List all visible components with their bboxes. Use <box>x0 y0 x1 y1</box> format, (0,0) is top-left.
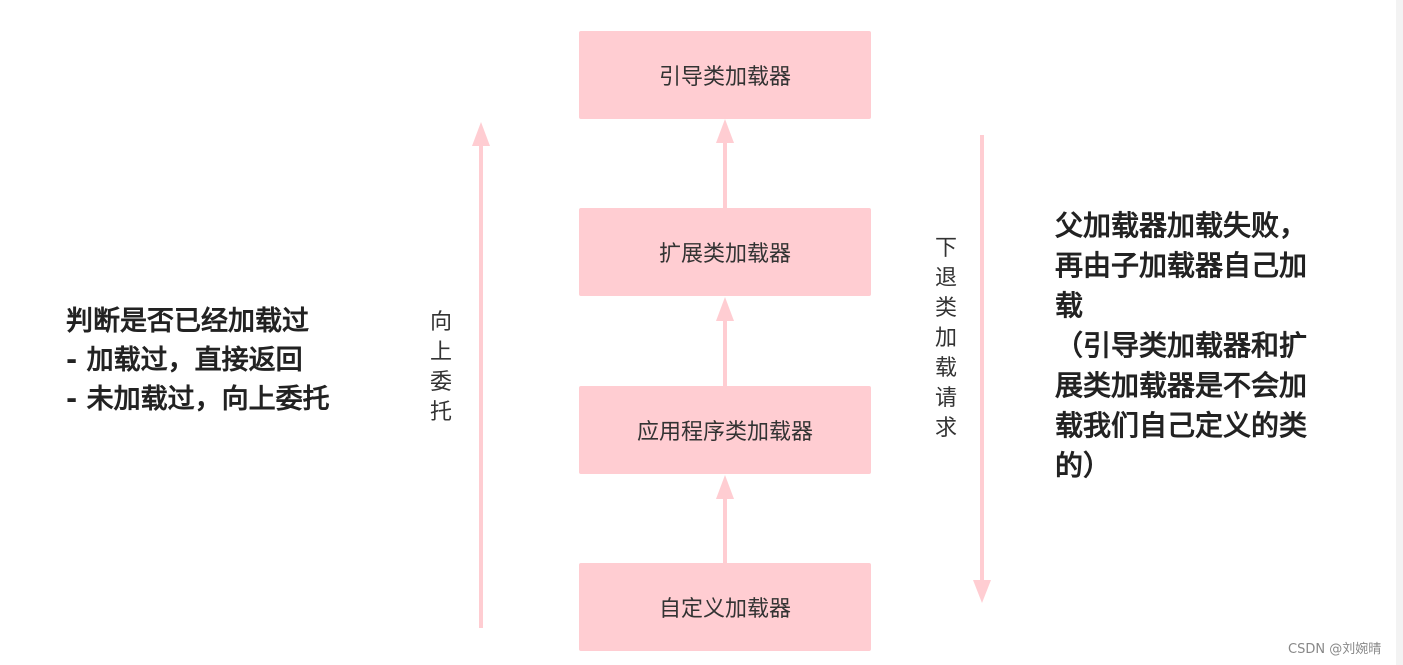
connector-application-to-extension <box>716 297 734 386</box>
custom-loader-box: 自定义加载器 <box>579 563 871 651</box>
left-note-line: 判断是否已经加载过 <box>66 306 309 337</box>
application-loader-label: 应用程序类加载器 <box>636 420 813 445</box>
left-note: 判断是否已经加载过 - 加载过，直接返回 - 未加载过，向上委托 <box>66 302 386 419</box>
right-note-line: 再由子加载器自己加 <box>1055 249 1308 282</box>
right-note-line: 父加载器加载失败， <box>1055 209 1308 242</box>
right-edge-strip <box>1396 0 1403 665</box>
right-note-line: （引导类加载器和扩 <box>1055 329 1308 362</box>
custom-loader-label: 自定义加载器 <box>658 597 791 622</box>
watermark: CSDN @刘婉晴 <box>1288 642 1382 657</box>
bootstrap-loader-label: 引导类加载器 <box>658 65 791 90</box>
right-note-line: 的） <box>1055 449 1112 482</box>
left-note-line: - 加载过，直接返回 <box>66 345 303 376</box>
right-note-line: 载 <box>1055 289 1084 322</box>
left-note-line: - 未加载过，向上委托 <box>66 384 330 415</box>
delegate-up-label: 向上委托 <box>429 310 452 425</box>
right-note-line: 展类加载器是不会加 <box>1055 369 1308 402</box>
connector-custom-to-application <box>716 475 734 563</box>
delegate-up-arrow <box>472 122 490 628</box>
extension-loader-label: 扩展类加载器 <box>658 242 791 267</box>
return-down-label: 下退类加载请求 <box>934 236 957 441</box>
extension-loader-box: 扩展类加载器 <box>579 208 871 296</box>
application-loader-box: 应用程序类加载器 <box>579 386 871 474</box>
right-note-line: 载我们自己定义的类 <box>1055 409 1308 442</box>
return-down-arrow <box>973 135 991 603</box>
bootstrap-loader-box: 引导类加载器 <box>579 31 871 119</box>
right-note: 父加载器加载失败， 再由子加载器自己加 载 （引导类加载器和扩 展类加载器是不会… <box>1055 206 1345 486</box>
connector-extension-to-bootstrap <box>716 119 734 208</box>
